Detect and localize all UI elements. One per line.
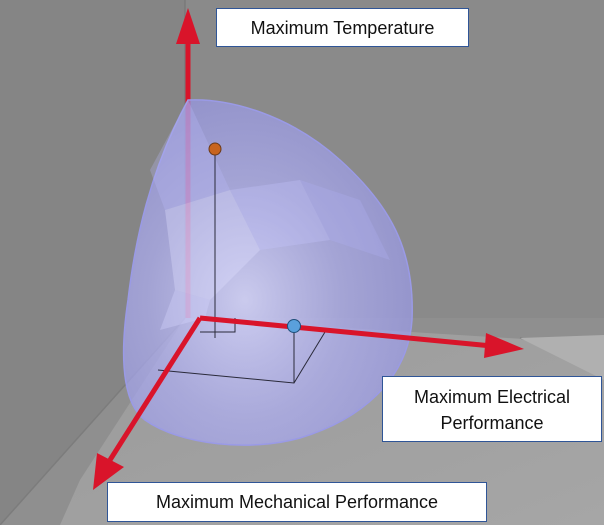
label-maximum-mechanical-performance: Maximum Mechanical Performance [107,482,487,522]
label-maximum-temperature: Maximum Temperature [216,8,469,47]
performance-surface [122,99,413,446]
arrow-head-icon [176,8,200,44]
arrow-head-icon [93,453,124,490]
surface-facet-1 [165,190,260,300]
data-points [208,142,301,333]
surface-shell [122,99,413,446]
label-maximum-electrical-performance: Maximum Electrical Performance [382,376,602,442]
label-electrical-line2: Performance [440,413,544,433]
arrow-head-icon [484,333,524,358]
axis-mechanical [107,316,203,462]
surface-facet-2 [230,180,330,250]
surface-facet-4 [150,100,230,210]
blue-point-base-line [157,331,326,384]
surface-facet-5 [300,180,390,260]
axis-electrical [199,315,493,349]
orange-point [208,142,222,156]
left-wall [0,0,185,525]
label-mechanical-text: Maximum Mechanical Performance [155,492,439,512]
blue-point [287,319,301,333]
label-electrical-line1: Maximum Electrical [413,387,571,407]
axes-front [93,8,524,490]
floor-highlight [520,335,604,380]
label-temperature-text: Maximum Temperature [250,18,435,38]
